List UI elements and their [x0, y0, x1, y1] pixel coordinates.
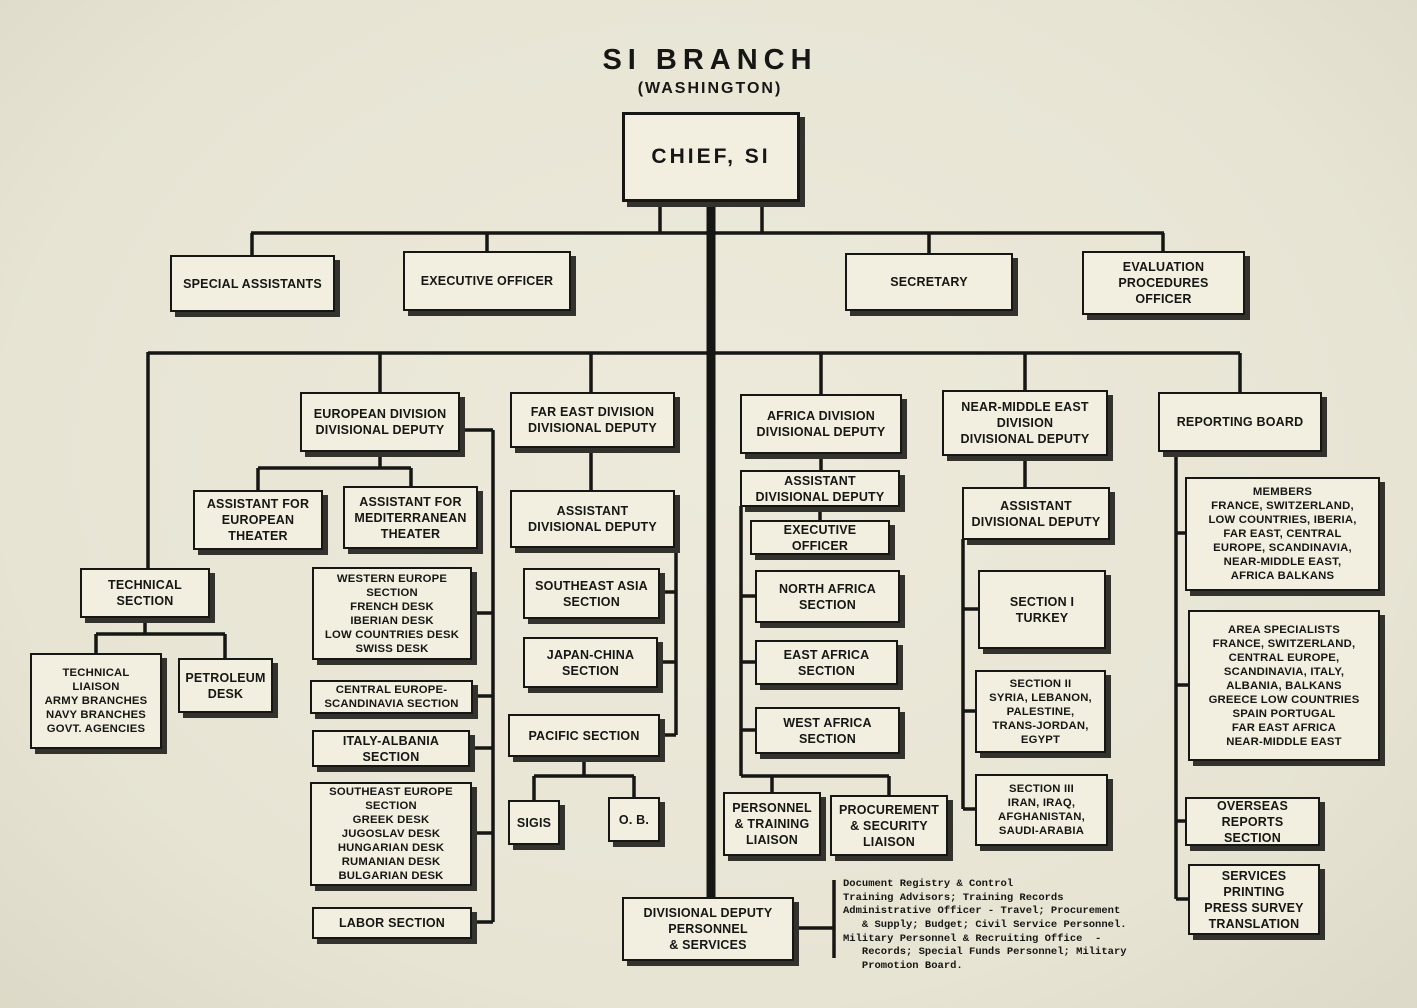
box-fe-assistant-divisional-deputy: ASSISTANT DIVISIONAL DEPUTY — [510, 490, 675, 548]
box-area-specialists: AREA SPECIALISTS FRANCE, SWITZERLAND, CE… — [1188, 610, 1380, 761]
box-reporting-board: REPORTING BOARD — [1158, 392, 1322, 452]
box-petroleum-desk: PETROLEUM DESK — [178, 658, 273, 713]
box-far-east-division: FAR EAST DIVISION DIVISIONAL DEPUTY — [510, 392, 675, 448]
box-european-division: EUROPEAN DIVISION DIVISIONAL DEPUTY — [300, 392, 460, 452]
box-africa-division: AFRICA DIVISION DIVISIONAL DEPUTY — [740, 394, 902, 454]
chart-subtitle: (WASHINGTON) — [637, 80, 783, 97]
box-southeast-asia-section: SOUTHEAST ASIA SECTION — [523, 568, 660, 619]
box-nme-assistant-divisional-deputy: ASSISTANT DIVISIONAL DEPUTY — [962, 487, 1110, 540]
box-divisional-deputy-personnel-services: DIVISIONAL DEPUTY PERSONNEL & SERVICES — [622, 897, 794, 961]
box-procurement-security-liaison: PROCUREMENT & SECURITY LIAISON — [830, 795, 948, 856]
box-southeast-europe-section: SOUTHEAST EUROPE SECTION GREEK DESK JUGO… — [310, 782, 472, 886]
box-section-ii-syria-lebanon: SECTION II SYRIA, LEBANON, PALESTINE, TR… — [975, 670, 1106, 753]
box-west-africa-section: WEST AFRICA SECTION — [755, 707, 900, 754]
box-east-africa-section: EAST AFRICA SECTION — [755, 640, 898, 685]
box-western-europe-section: WESTERN EUROPE SECTION FRENCH DESK IBERI… — [312, 567, 472, 660]
box-af-assistant-divisional-deputy: ASSISTANT DIVISIONAL DEPUTY — [740, 470, 900, 507]
box-section-i-turkey: SECTION I TURKEY — [978, 570, 1106, 649]
box-secretary: SECRETARY — [845, 253, 1013, 311]
box-services-section: SERVICES PRINTING PRESS SURVEY TRANSLATI… — [1188, 864, 1320, 935]
box-evaluation-procedures-officer: EVALUATION PROCEDURES OFFICER — [1082, 251, 1245, 315]
box-near-middle-east-division: NEAR-MIDDLE EAST DIVISION DIVISIONAL DEP… — [942, 390, 1108, 456]
box-central-europe-scandinavia-section: CENTRAL EUROPE- SCANDINAVIA SECTION — [310, 680, 473, 714]
box-technical-section: TECHNICAL SECTION — [80, 568, 210, 618]
box-labor-section: LABOR SECTION — [312, 907, 472, 939]
box-special-assistants: SPECIAL ASSISTANTS — [170, 255, 335, 312]
box-ob: O. B. — [608, 797, 660, 842]
box-technical-liaison: TECHNICAL LIAISON ARMY BRANCHES NAVY BRA… — [30, 653, 162, 749]
personnel-services-annotation: Document Registry & Control Training Adv… — [843, 878, 1127, 972]
box-overseas-reports-section: OVERSEAS REPORTS SECTION — [1185, 797, 1320, 846]
box-af-executive-officer: EXECUTIVE OFFICER — [750, 520, 890, 555]
chart-title: SI BRANCH — [602, 44, 818, 76]
box-personnel-training-liaison: PERSONNEL & TRAINING LIAISON — [723, 792, 821, 856]
box-assistant-mediterranean-theater: ASSISTANT FOR MEDITERRANEAN THEATER — [343, 486, 478, 549]
box-sigis: SIGIS — [508, 800, 560, 845]
box-section-iii-iran-iraq: SECTION III IRAN, IRAQ, AFGHANISTAN, SAU… — [975, 774, 1108, 846]
box-japan-china-section: JAPAN-CHINA SECTION — [523, 637, 658, 688]
box-north-africa-section: NORTH AFRICA SECTION — [755, 570, 900, 623]
box-executive-officer: EXECUTIVE OFFICER — [403, 251, 571, 311]
box-members: MEMBERS FRANCE, SWITZERLAND, LOW COUNTRI… — [1185, 477, 1380, 591]
box-pacific-section: PACIFIC SECTION — [508, 714, 660, 757]
box-chief-si: CHIEF, SI — [622, 112, 800, 202]
box-assistant-european-theater: ASSISTANT FOR EUROPEAN THEATER — [193, 490, 323, 550]
box-italy-albania-section: ITALY-ALBANIA SECTION — [312, 730, 470, 767]
